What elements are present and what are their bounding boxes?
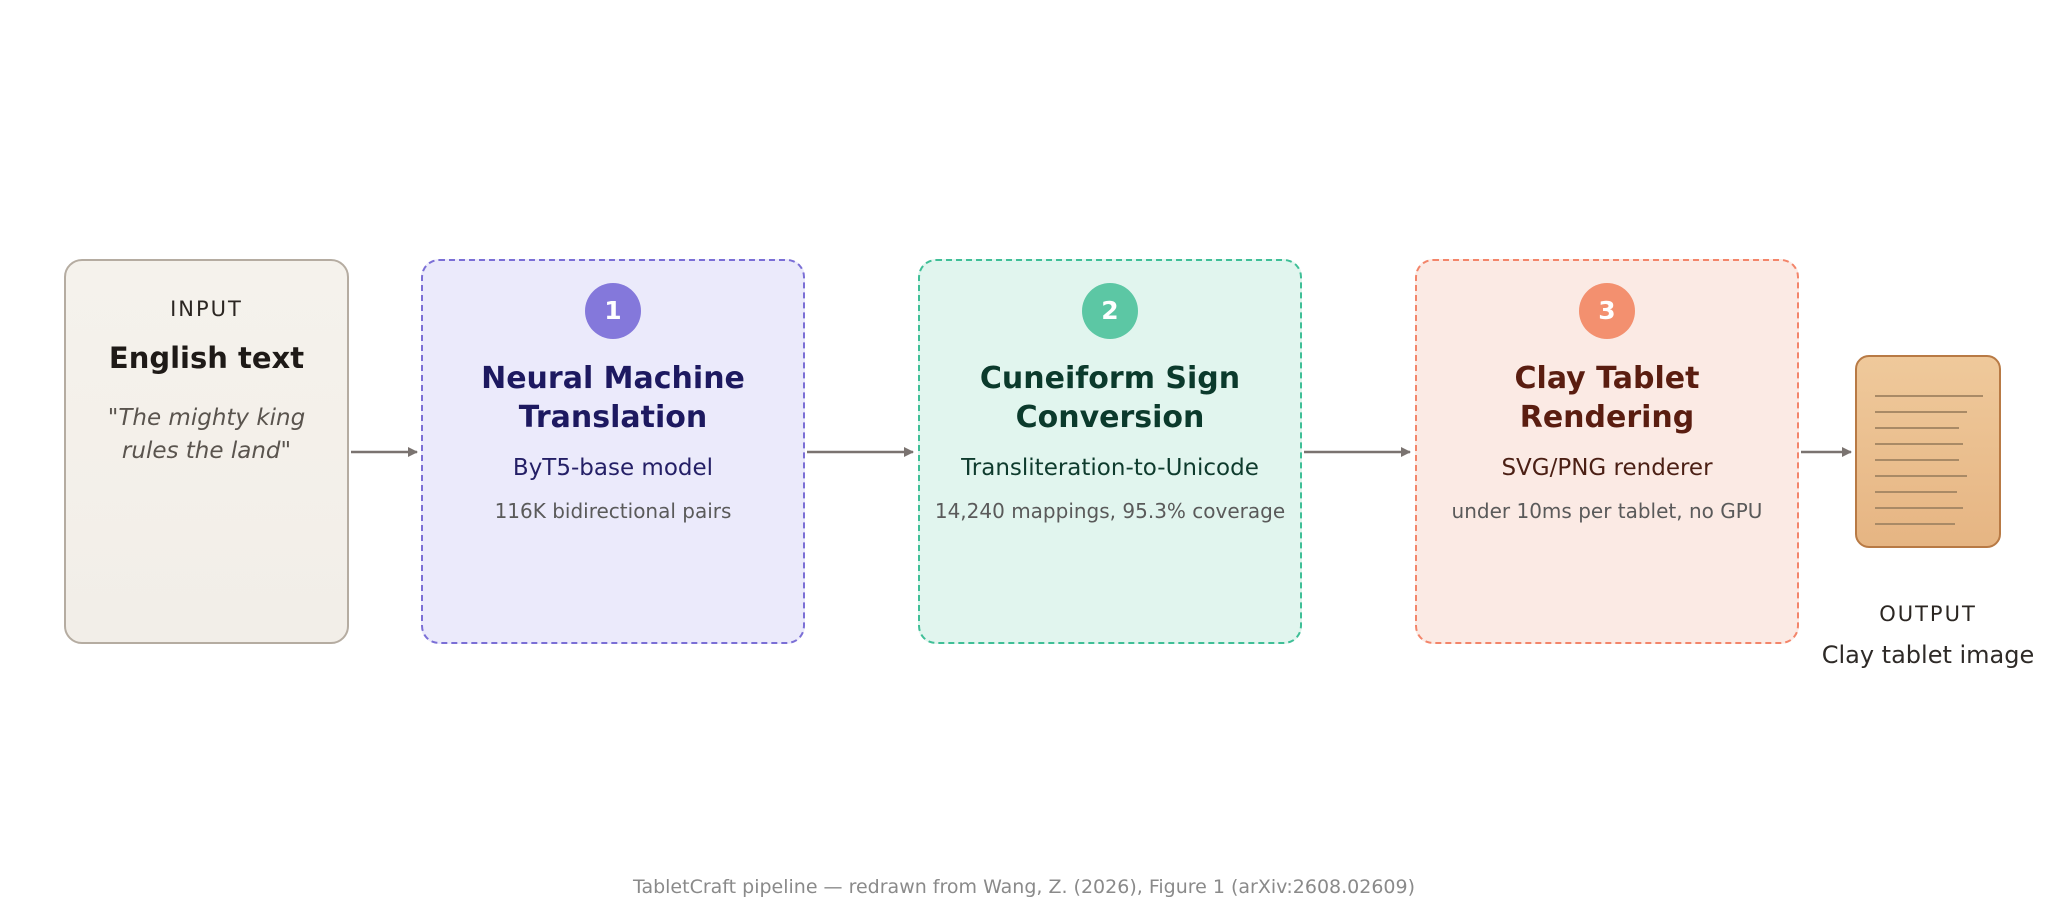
tablet-inscription-line xyxy=(1875,475,1967,477)
stage-1-subtitle: ByT5-base model xyxy=(512,455,714,481)
stage-3-number-badge: 3 xyxy=(1579,283,1635,339)
stage-2-number-badge: 2 xyxy=(1082,283,1138,339)
tablet-inscription-line xyxy=(1875,507,1963,509)
stage-1-box: 1 Neural Machine Translation ByT5-base m… xyxy=(421,259,805,644)
tablet-inscription-line xyxy=(1875,395,1983,397)
tablet-inscription-line xyxy=(1875,411,1967,413)
tablet-inscription-line xyxy=(1875,427,1959,429)
input-box: INPUT English text "The mighty king rule… xyxy=(64,259,349,644)
stage-2-subtitle: Transliteration-to-Unicode xyxy=(961,455,1259,481)
clay-tablet-icon xyxy=(1855,355,2001,548)
tablet-inscription-line xyxy=(1875,459,1959,461)
tablet-inscription-line xyxy=(1875,491,1957,493)
figure-caption: TabletCraft pipeline — redrawn from Wang… xyxy=(632,876,1416,898)
stage-2-title: Cuneiform Sign Conversion xyxy=(979,361,1241,435)
stage-1-number-badge: 1 xyxy=(585,283,641,339)
stage-2-box: 2 Cuneiform Sign Conversion Transliterat… xyxy=(918,259,1302,644)
stage-1-title: Neural Machine Translation xyxy=(481,361,745,435)
stage-3-detail: under 10ms per tablet, no GPU xyxy=(1451,499,1763,523)
input-quote: "The mighty king rules the land" xyxy=(107,405,306,464)
tablet-inscription-line xyxy=(1875,523,1955,525)
output-description: Clay tablet image xyxy=(1821,641,2035,669)
stage-3-subtitle: SVG/PNG renderer xyxy=(1501,455,1713,481)
stage-2-detail: 14,240 mappings, 95.3% coverage xyxy=(934,499,1286,523)
tablet-inscription-line xyxy=(1875,443,1963,445)
input-title: English text xyxy=(108,341,305,375)
stage-1-detail: 116K bidirectional pairs xyxy=(494,499,732,523)
output-kicker: OUTPUT xyxy=(1879,602,1977,626)
stage-3-title: Clay Tablet Rendering xyxy=(1514,361,1700,435)
stage-3-box: 3 Clay Tablet Rendering SVG/PNG renderer… xyxy=(1415,259,1799,644)
input-kicker: INPUT xyxy=(170,297,243,321)
